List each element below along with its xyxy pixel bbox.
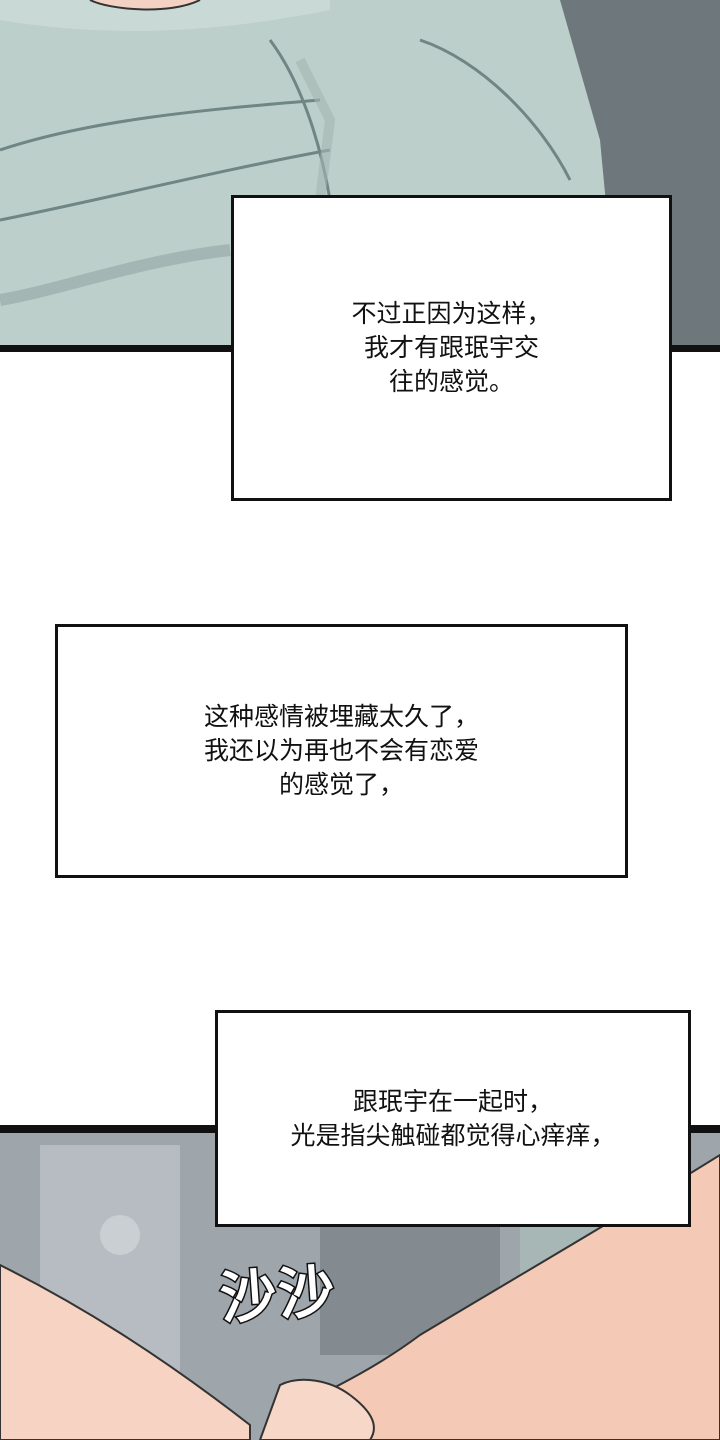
caption-text-1: 不过正因为这样， 我才有跟珉宇交 往的感觉。: [351, 299, 552, 396]
caption-text-2: 这种感情被埋藏太久了， 我还以为再也不会有恋爱 的感觉了，: [203, 702, 479, 799]
caption-text-3: 跟珉宇在一起时， 光是指尖触碰都觉得心痒痒，: [290, 1086, 616, 1150]
caption-box-3: 跟珉宇在一起时， 光是指尖触碰都觉得心痒痒，: [215, 1010, 691, 1227]
top-panel: [0, 0, 720, 352]
caption-box-1: 不过正因为这样， 我才有跟珉宇交 往的感觉。: [231, 195, 672, 501]
caption-box-2: 这种感情被埋藏太久了， 我还以为再也不会有恋爱 的感觉了，: [55, 624, 628, 878]
shirt-illustration: [0, 0, 720, 352]
sound-effect-text: 沙沙: [217, 1258, 340, 1334]
